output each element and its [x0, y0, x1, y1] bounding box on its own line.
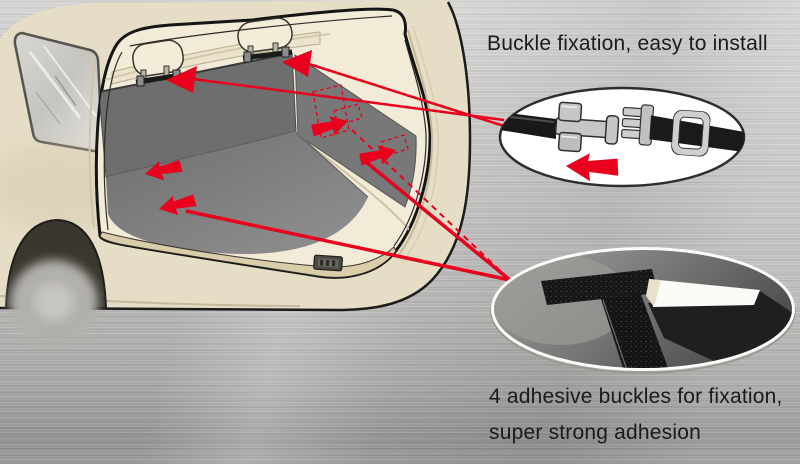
trunk-interior [98, 17, 417, 278]
callout-line-buckle-left [192, 77, 505, 122]
caption-adhesive-line1: 4 adhesive buckles for fixation, [489, 385, 783, 408]
hatch-seal-line-right [393, 39, 427, 247]
rear-wheel [4, 218, 108, 344]
headrest-strap-buckle-right [242, 46, 293, 63]
d-pillar-contour [397, 29, 434, 257]
liner-side-wall [294, 54, 417, 208]
velcro-mark-large [312, 84, 350, 139]
car-rear-illustration [0, 0, 472, 344]
callout-line-buckle-right [308, 62, 505, 128]
buckle-inset [498, 86, 746, 188]
callout-line-velcro-1 [185, 209, 511, 282]
hatch-seal-line-top [129, 15, 393, 47]
d-pillar-contour-2 [401, 25, 439, 264]
side-window [13, 31, 104, 153]
liner-floor [106, 131, 368, 255]
body-crease [88, 59, 96, 229]
car-silhouette-outline [0, 1, 472, 312]
arrow-headrest-right [282, 50, 312, 77]
trunk-latch [313, 254, 343, 272]
caption-adhesive-line2: super strong adhesion [489, 421, 702, 444]
caption-buckle-fixation: Buckle fixation, easy to install [487, 32, 768, 55]
velcro-inset [490, 247, 796, 374]
hatch-seal-line [103, 51, 123, 231]
velcro-photo [494, 250, 792, 368]
white-panel [649, 279, 760, 307]
callout-line-velcro-2 [364, 160, 512, 282]
buckle-female-part [620, 104, 744, 157]
arrow-headrest-left [166, 66, 197, 93]
red-callout-annotations [143, 50, 512, 282]
velcro-mark-1 [333, 103, 363, 126]
buckle-male-clip [554, 101, 620, 153]
velcro-mark-2 [380, 134, 409, 157]
buckle-drawing [500, 101, 744, 183]
dark-ledge [648, 291, 792, 362]
